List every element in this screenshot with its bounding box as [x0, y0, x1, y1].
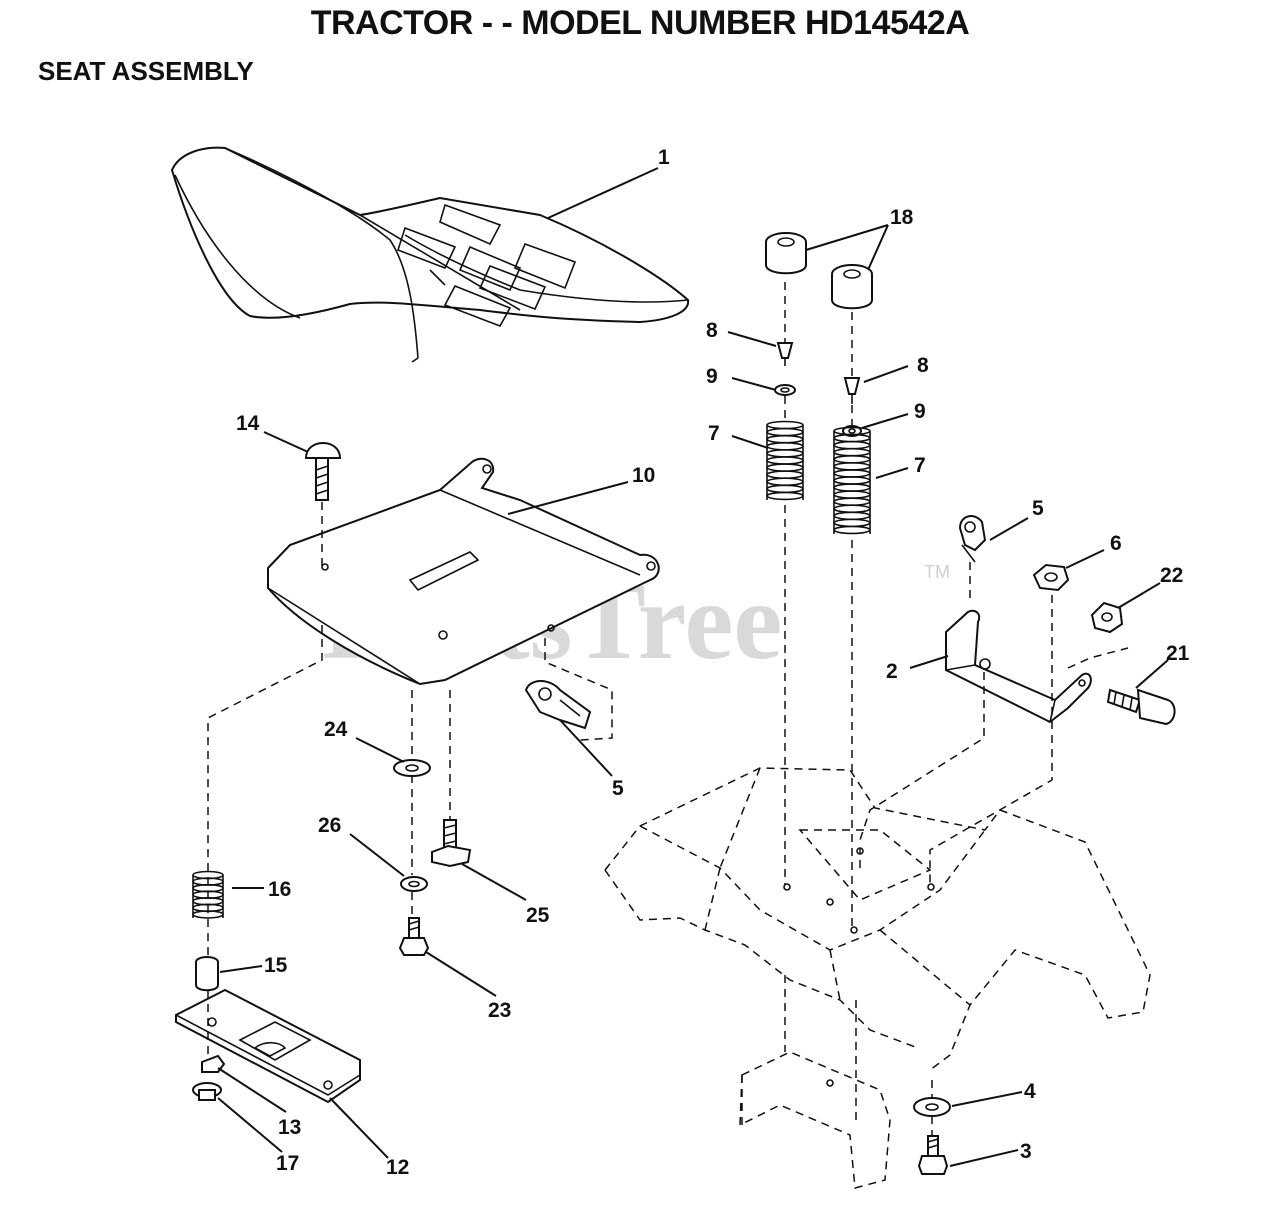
spring-left-part — [766, 420, 804, 501]
seat-part — [170, 146, 690, 363]
spring-coil — [766, 441, 804, 451]
callout-16: 16 — [268, 878, 291, 901]
spacer-15-part — [195, 956, 219, 992]
spring-coil — [766, 456, 804, 465]
pin-left-part — [776, 342, 794, 366]
leader-lines — [217, 167, 1169, 1167]
callout-21: 21 — [1166, 642, 1190, 665]
washer-left-part — [774, 384, 796, 396]
seat-pan-part — [267, 457, 660, 686]
seat-clip-right-part — [958, 515, 987, 563]
callout-22: 22 — [1160, 564, 1183, 587]
spring-coil — [833, 462, 871, 471]
callout-7-right: 7 — [914, 454, 926, 477]
callout-labels: 1 18 8 8 9 9 7 7 14 10 5 5 6 22 2 21 24 … — [236, 146, 1190, 1179]
flange-bolt-part — [431, 819, 472, 868]
pin-right-part — [843, 377, 861, 404]
spring-coil — [833, 511, 871, 521]
section-title: SEAT ASSEMBLY — [38, 56, 254, 86]
callout-10: 10 — [632, 464, 655, 487]
watermark-trademark: TM — [924, 562, 950, 582]
spring-outline — [833, 431, 871, 534]
spring-coil — [833, 447, 871, 457]
spring-coil — [766, 484, 804, 494]
washer-right-part — [842, 425, 862, 437]
pivot-bracket-part — [945, 609, 1092, 724]
spring-coil — [833, 525, 871, 535]
spring-outline — [192, 875, 224, 918]
callout-26: 26 — [318, 814, 341, 837]
callout-13: 13 — [278, 1116, 301, 1139]
flange-nut-17-part — [192, 1082, 222, 1101]
callout-4: 4 — [1024, 1080, 1036, 1103]
callout-7-left: 7 — [708, 422, 720, 445]
callout-17: 17 — [276, 1152, 299, 1175]
spring-coil — [833, 454, 871, 464]
callout-18: 18 — [890, 206, 914, 229]
callout-6: 6 — [1110, 532, 1122, 555]
washer-26-part — [400, 876, 428, 892]
spring-coil — [833, 476, 871, 485]
locknut-part — [1090, 601, 1124, 634]
spring-coil — [833, 469, 871, 478]
callout-5-right: 5 — [1032, 497, 1044, 520]
washer-4-part — [913, 1097, 951, 1117]
spring-coil — [833, 497, 871, 506]
hex-bolt-part — [398, 917, 430, 956]
spring-coil — [766, 449, 804, 458]
spring-coil — [833, 440, 871, 450]
spring-coil — [833, 504, 871, 514]
callout-25: 25 — [526, 904, 550, 927]
nut-part — [1032, 563, 1070, 592]
callout-24: 24 — [324, 718, 348, 741]
callout-12: 12 — [386, 1156, 409, 1179]
callout-3: 3 — [1020, 1140, 1032, 1163]
callout-8-left: 8 — [706, 319, 718, 342]
spring-coil — [833, 518, 871, 528]
spring-coil — [766, 434, 804, 444]
callout-23: 23 — [488, 999, 511, 1022]
callout-9-left: 9 — [706, 365, 718, 388]
carriage-bolt-part — [304, 442, 342, 501]
page-title: TRACTOR - - MODEL NUMBER HD14542A — [310, 4, 970, 42]
seat-clip-left-part — [524, 680, 592, 730]
spring-coil — [766, 470, 804, 479]
spring-coil — [833, 490, 871, 499]
spring-coil — [833, 483, 871, 492]
slide-plate-part — [175, 988, 361, 1104]
callout-1: 1 — [658, 146, 670, 169]
spring-coil — [766, 477, 804, 487]
spring-coil — [766, 491, 804, 501]
callout-8-right: 8 — [917, 354, 929, 377]
callout-2: 2 — [886, 660, 898, 683]
spring-right-part — [833, 426, 871, 535]
callout-5-left: 5 — [612, 777, 624, 800]
spring-coil — [766, 420, 804, 430]
spacer-left-part — [765, 232, 807, 275]
callout-14: 14 — [236, 412, 260, 435]
assembly-centerlines — [207, 282, 1129, 1136]
spring-coil — [766, 427, 804, 437]
spacer-right-part — [831, 264, 873, 310]
callout-15: 15 — [264, 954, 288, 977]
shoulder-bolt-part — [1106, 688, 1176, 726]
hex-bolt-3-part — [917, 1135, 949, 1175]
tractor-frame-outline — [321, 563, 1151, 1189]
spring-outline — [766, 425, 804, 500]
washer-24-part — [393, 759, 431, 777]
callout-9-right: 9 — [914, 400, 926, 423]
spring-coil — [766, 463, 804, 472]
